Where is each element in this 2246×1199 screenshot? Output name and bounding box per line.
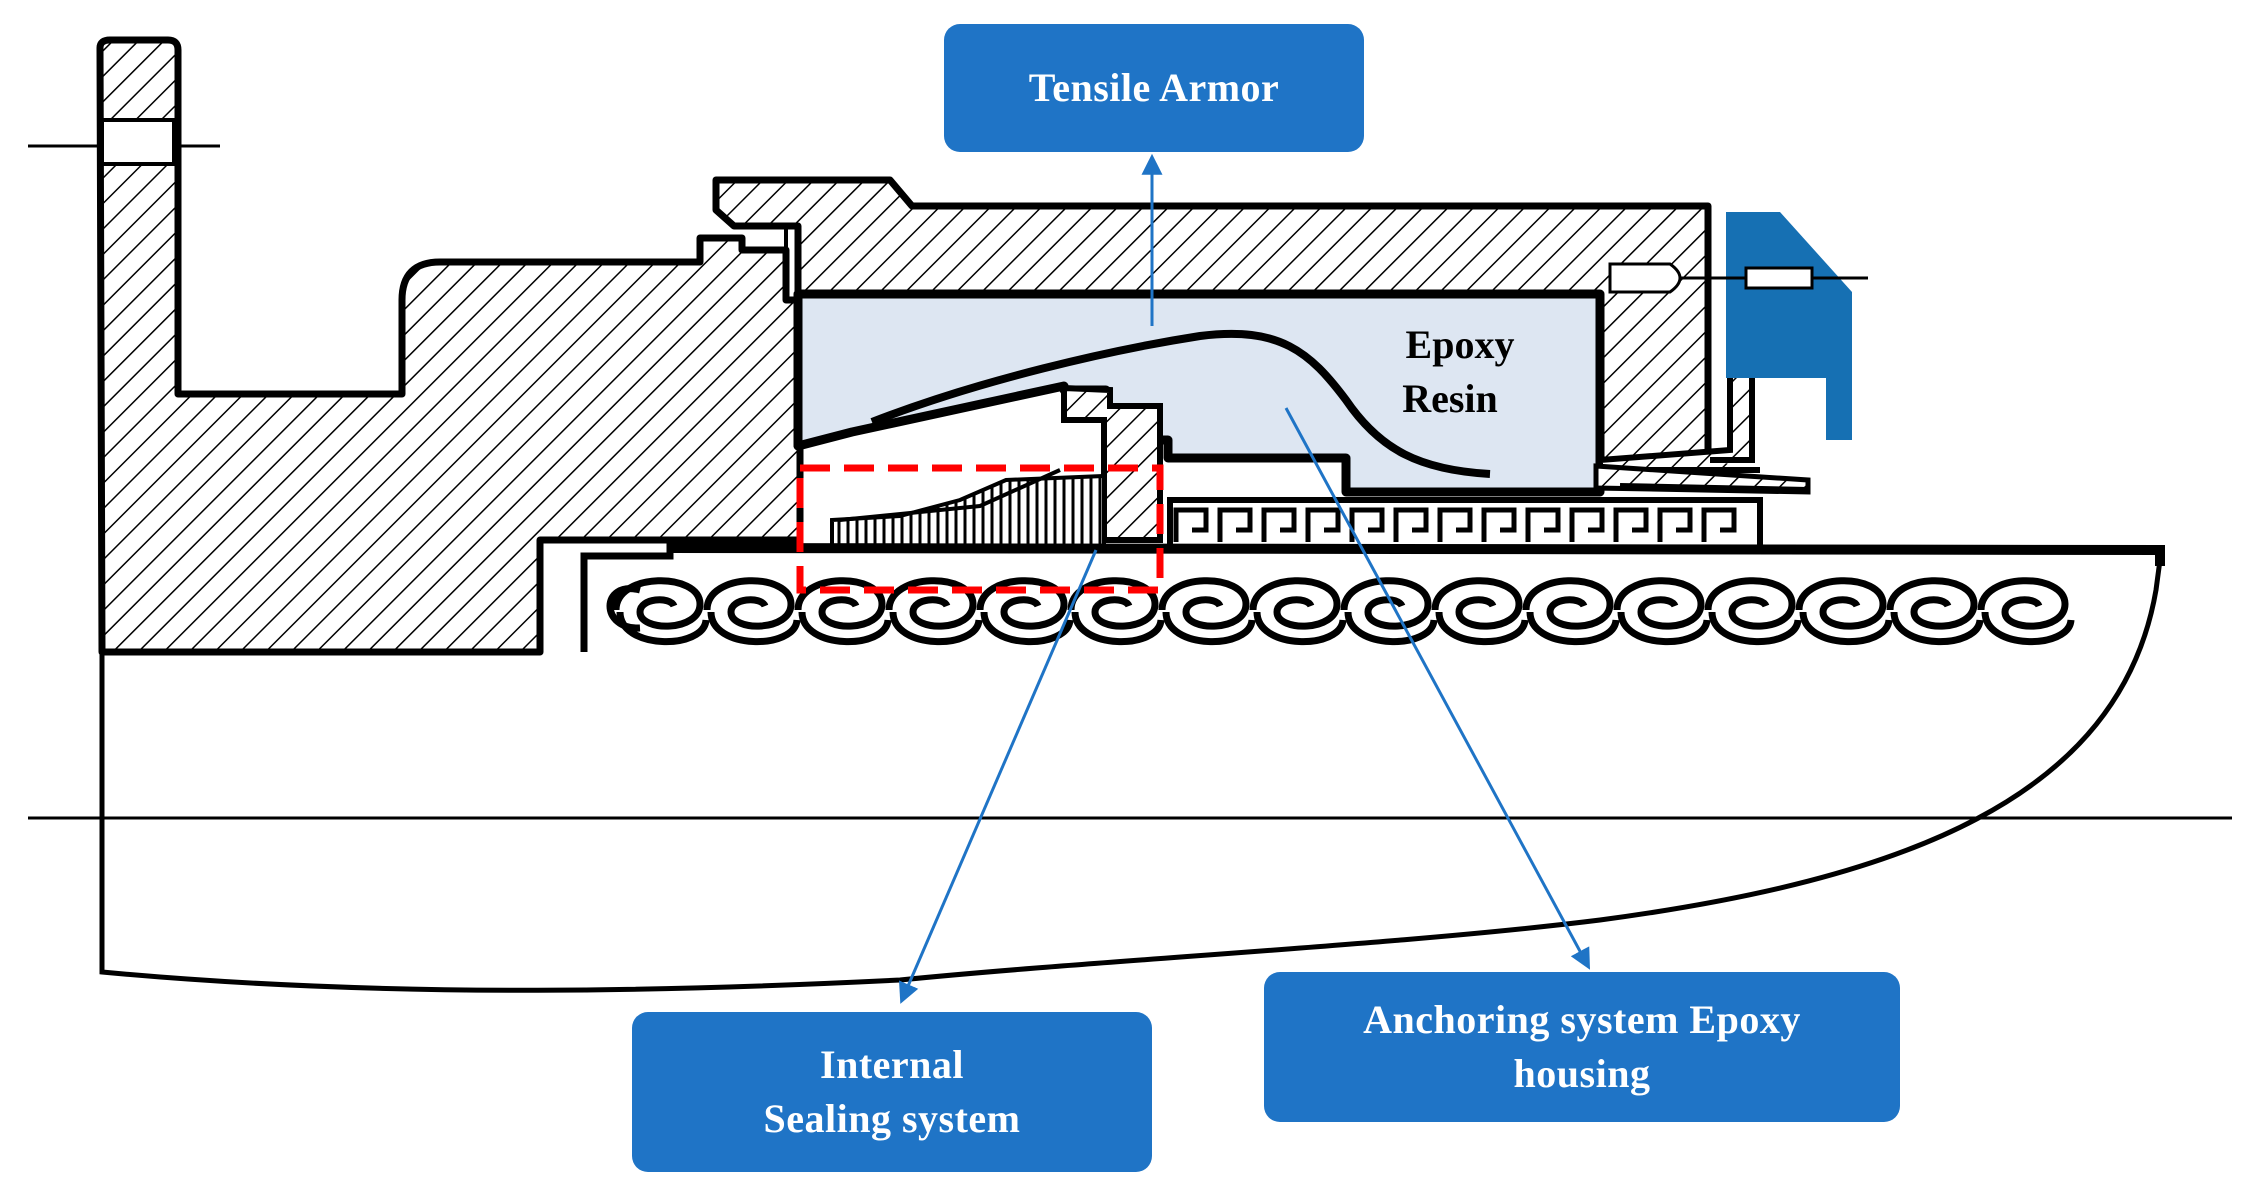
carcass-profile [1522, 577, 1620, 646]
callout-anchoring-line1: Anchoring system Epoxy [1363, 997, 1801, 1042]
end-plate-line [1619, 483, 1809, 493]
carcass-profile [1431, 577, 1529, 646]
carcass-profile [794, 577, 892, 646]
callout-anchoring-line2: housing [1513, 1051, 1651, 1096]
right-bolt-nut [1744, 266, 1814, 290]
callout-tensile-armor: Tensile Armor [944, 24, 1364, 152]
epoxy-label-line1: Epoxy [1406, 322, 1515, 367]
callout-tensile-armor-text: Tensile Armor [1028, 65, 1280, 110]
sealing-highlight-box [796, 464, 1164, 594]
pressure-armor-key [1569, 507, 1605, 542]
pressure-armor-profile [1173, 507, 1737, 542]
pressure-armor-key [1613, 507, 1649, 542]
flange-inner-step [540, 536, 674, 652]
bolt-slot [100, 118, 176, 166]
pressure-armor-key [1305, 507, 1341, 542]
pressure-armor-band [1167, 497, 1763, 551]
internal-seal-wedge [1061, 384, 1163, 543]
carcass-profile [1067, 577, 1165, 646]
carcass-profile [976, 577, 1074, 646]
interlocked-carcass [606, 577, 2075, 646]
right-bolt-head [1608, 262, 1682, 294]
carcass-profile [1795, 577, 1893, 646]
pipe-bore-outline [99, 559, 2163, 993]
arrow-anchoring [1284, 407, 1590, 970]
carcass-profile [703, 577, 801, 646]
carcass-profile [1886, 577, 1984, 646]
pressure-armor-key [1657, 507, 1693, 542]
callout-anchoring-system: Anchoring system Epoxy housing [1264, 972, 1900, 1122]
pressure-armor-key [1437, 507, 1473, 542]
carcass-profile [1977, 577, 2075, 646]
pressure-armor-key [1701, 507, 1737, 542]
tensile-armor-wire [870, 329, 1491, 478]
carcass-profile [1704, 577, 1802, 646]
pressure-armor-key [1173, 507, 1209, 542]
pressure-armor-key [1217, 507, 1253, 542]
callout-internal-sealing-line1: Internal [820, 1042, 964, 1087]
epoxy-label-line2: Resin [1402, 376, 1498, 421]
carcass-start-hook [606, 585, 641, 632]
pressure-armor-key [1393, 507, 1429, 542]
flange-body [96, 36, 804, 656]
pressure-armor-key [1525, 507, 1561, 542]
callout-internal-sealing-line2: Sealing system [763, 1096, 1021, 1141]
arrow-internal-sealing [899, 549, 1098, 1004]
sealing-ramp [839, 468, 1061, 522]
pressure-armor-key [1481, 507, 1517, 542]
seal-ring-vertical-hatch [830, 473, 1106, 550]
callout-internal-sealing: Internal Sealing system [632, 1012, 1152, 1172]
carcass-top-line [671, 543, 2165, 566]
carcass-profile [1158, 577, 1256, 646]
carcass-profile [1249, 577, 1347, 646]
carcass-profile [1340, 577, 1438, 646]
pressure-armor-key [1261, 507, 1297, 542]
casing-notch [762, 224, 788, 282]
pressure-armor-key [1349, 507, 1385, 542]
carcass-profile [885, 577, 983, 646]
carcass-profile [1613, 577, 1711, 646]
